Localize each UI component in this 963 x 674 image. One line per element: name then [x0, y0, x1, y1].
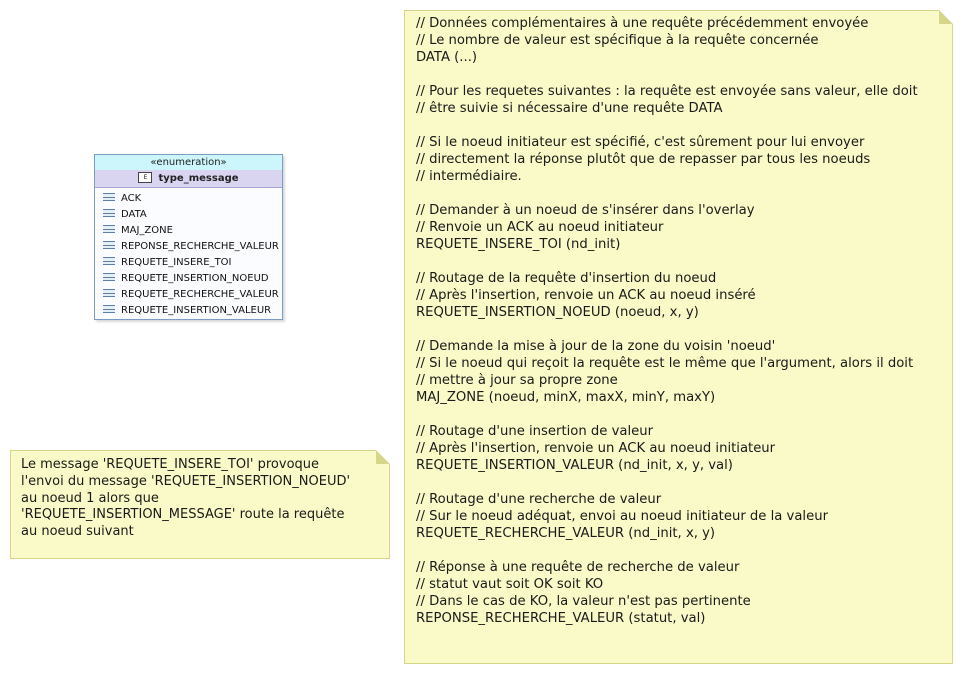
note-line — [416, 185, 952, 202]
enum-literal-icon — [103, 273, 115, 281]
enumeration-literal-label: REQUETE_INSERE_TOI — [121, 257, 232, 268]
enumeration-literal[interactable]: REQUETE_INSERTION_VALEUR — [95, 303, 282, 319]
note-line: // mettre à jour sa propre zone — [416, 373, 618, 388]
note-line: Le message 'REQUETE_INSERE_TOI' provoque — [21, 457, 320, 472]
note-line: // Routage d'une insertion de valeur — [416, 424, 654, 439]
note-line — [416, 542, 952, 559]
note-message-descriptions[interactable]: // Données complémentaires à une requête… — [404, 10, 953, 664]
enumeration-literal-label: MAJ_ZONE — [121, 225, 173, 236]
note-text: Le message 'REQUETE_INSERE_TOI' provoque… — [21, 457, 379, 541]
note-line: // Pour les requetes suivantes : la requ… — [416, 84, 918, 99]
enumeration-literal[interactable]: MAJ_ZONE — [95, 223, 282, 239]
note-line: MAJ_ZONE (noeud, minX, maxX, minY, maxY) — [416, 390, 716, 405]
note-line: // Si le noeud qui reçoit la requête est… — [416, 356, 914, 371]
note-fold-corner — [376, 450, 390, 464]
note-line: // intermédiaire. — [416, 169, 522, 184]
enumeration-literal[interactable]: REQUETE_RECHERCHE_VALEUR — [95, 287, 282, 303]
enumeration-literal-label: ACK — [121, 193, 142, 204]
enum-literal-icon — [103, 241, 115, 249]
note-line: au noeud 1 alors que — [21, 490, 159, 506]
enum-literal-icon — [103, 289, 115, 297]
enum-literal-icon — [103, 209, 115, 217]
enumeration-literals: ACK DATA MAJ_ZONE REPONSE_RECHERCHE_VALEUR R… — [95, 188, 282, 319]
note-line — [416, 321, 952, 338]
note-line: // statut vaut soit OK soit KO — [416, 577, 604, 592]
note-line: // Renvoie un ACK au noeud initiateur — [416, 220, 664, 235]
note-line: // Demander à un noeud de s'insérer dans… — [416, 203, 755, 218]
note-line: // Le nombre de valeur est spécifique à … — [416, 33, 819, 48]
note-line — [416, 66, 952, 83]
enum-literal-icon — [103, 257, 115, 265]
note-line: // Réponse à une requête de recherche de… — [416, 560, 740, 575]
note-line: // Routage d'une recherche de valeur — [416, 492, 662, 507]
note-line — [416, 406, 952, 423]
enumeration-literal[interactable]: REPONSE_RECHERCHE_VALEUR — [95, 239, 282, 255]
enumeration-literal[interactable]: REQUETE_INSERTION_NOEUD — [95, 271, 282, 287]
note-line: // Demande la mise à jour de la zone du … — [416, 339, 776, 354]
enum-literal-icon — [103, 305, 115, 313]
note-line: // Dans le cas de KO, la valeur n'est pa… — [416, 594, 751, 609]
note-line: // directement la réponse plutôt que de … — [416, 152, 871, 167]
note-line: REQUETE_INSERE_TOI (nd_init) — [416, 237, 621, 252]
note-line: // Sur le noeud adéquat, envoi au noeud … — [416, 509, 828, 524]
note-line: REPONSE_RECHERCHE_VALEUR (statut, val) — [416, 611, 706, 626]
note-line: // Après l'insertion, renvoie un ACK au … — [416, 288, 756, 303]
note-line: l'envoi du message 'REQUETE_INSERTION_NO… — [21, 473, 351, 489]
enum-literal-icon — [103, 193, 115, 201]
note-line: au noeud suivant — [21, 524, 134, 540]
enumeration-literal-label: REQUETE_INSERTION_NOEUD — [121, 273, 269, 284]
note-text: // Données complémentaires à une requête… — [416, 15, 952, 627]
note-line: // Si le noeud initiateur est spécifié, … — [416, 135, 865, 150]
enumeration-literal-label: REQUETE_INSERTION_VALEUR — [121, 305, 272, 316]
note-fold-corner — [939, 10, 953, 24]
enumeration-literal-label: REQUETE_RECHERCHE_VALEUR — [121, 289, 279, 300]
enum-literal-icon — [103, 225, 115, 233]
note-line: REQUETE_INSERTION_NOEUD (noeud, x, y) — [416, 305, 699, 320]
note-line: REQUETE_RECHERCHE_VALEUR (nd_init, x, y) — [416, 526, 716, 541]
enumeration-name: type_message — [158, 173, 239, 184]
note-line: DATA (...) — [416, 50, 478, 65]
enumeration-literal[interactable]: ACK — [95, 191, 282, 207]
note-line — [416, 474, 952, 491]
note-insertion-message[interactable]: Le message 'REQUETE_INSERE_TOI' provoque… — [10, 450, 390, 559]
note-line: 'REQUETE_INSERTION_MESSAGE' route la req… — [21, 507, 345, 523]
enumeration-literal-label: DATA — [121, 209, 147, 220]
enumeration-icon: E — [138, 171, 153, 183]
note-line: // Après l'insertion, renvoie un ACK au … — [416, 441, 776, 456]
enumeration-literal[interactable]: DATA — [95, 207, 282, 223]
note-line — [416, 117, 952, 134]
enumeration-literal-label: REPONSE_RECHERCHE_VALEUR — [121, 241, 279, 252]
enumeration-stereotype: «enumeration» — [95, 155, 282, 170]
note-line: REQUETE_INSERTION_VALEUR (nd_init, x, y,… — [416, 458, 733, 473]
note-line: // Données complémentaires à une requête… — [416, 16, 869, 31]
note-line: // Routage de la requête d'insertion du … — [416, 271, 717, 286]
enumeration-literal[interactable]: REQUETE_INSERE_TOI — [95, 255, 282, 271]
note-line — [416, 253, 952, 270]
note-line: // être suivie si nécessaire d'une requê… — [416, 101, 723, 116]
